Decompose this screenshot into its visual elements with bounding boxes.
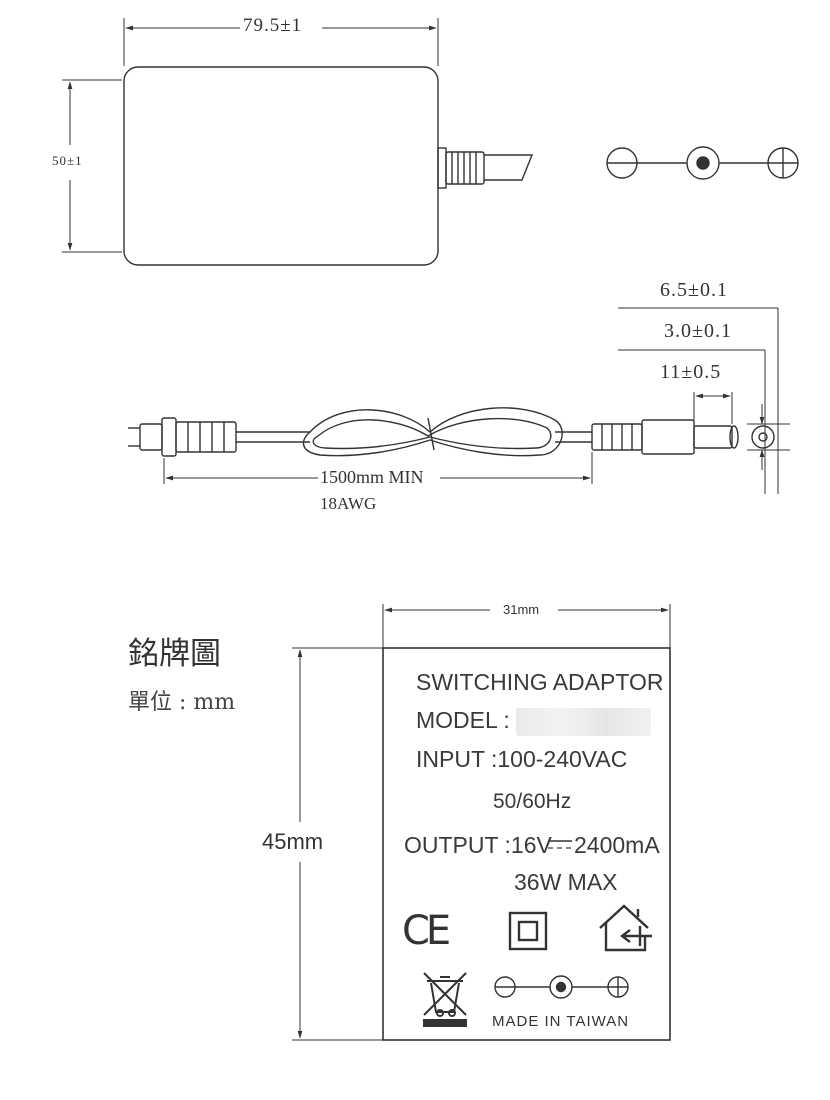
label-power: 36W MAX bbox=[514, 869, 618, 895]
double-insulation-icon bbox=[508, 911, 548, 951]
body-width-dim: 79.5±1 bbox=[243, 15, 303, 36]
unit-label: 單位 : mm bbox=[128, 690, 236, 715]
label-model-prefix: MODEL : bbox=[416, 707, 510, 733]
outer-diameter-dim: 6.5±0.1 bbox=[660, 279, 728, 301]
label-model: MODEL : bbox=[416, 707, 652, 736]
weee-bin-icon bbox=[423, 972, 467, 1027]
nameplate-title: 銘牌圖 bbox=[128, 636, 221, 672]
model-redacted bbox=[516, 707, 652, 736]
indoor-use-icon bbox=[599, 904, 652, 952]
polarity-icon bbox=[494, 975, 629, 999]
label-heading: SWITCHING ADAPTOR bbox=[416, 669, 664, 695]
label-output-prefix: OUTPUT :16V bbox=[404, 832, 552, 858]
body-height-dim: 50±1 bbox=[52, 153, 83, 168]
label-output-current: 2400mA bbox=[574, 832, 660, 858]
wire-gauge: 18AWG bbox=[320, 494, 377, 513]
inner-diameter-dim: 3.0±0.1 bbox=[664, 320, 732, 342]
label-origin: MADE IN TAIWAN bbox=[492, 1013, 630, 1030]
label-input: INPUT :100-240VAC bbox=[416, 746, 628, 772]
nameplate-frame bbox=[382, 647, 671, 1041]
ce-mark-icon: CE bbox=[402, 908, 451, 954]
barrel-length-dim: 11±0.5 bbox=[660, 361, 722, 383]
nameplate-height-dim: 45mm bbox=[262, 829, 324, 854]
nameplate-width-dim: 31mm bbox=[503, 602, 540, 617]
label-input-freq: 50/60Hz bbox=[493, 790, 572, 813]
cable-length-dim: 1500mm MIN bbox=[320, 467, 424, 487]
adapter-body-outline bbox=[123, 66, 439, 266]
